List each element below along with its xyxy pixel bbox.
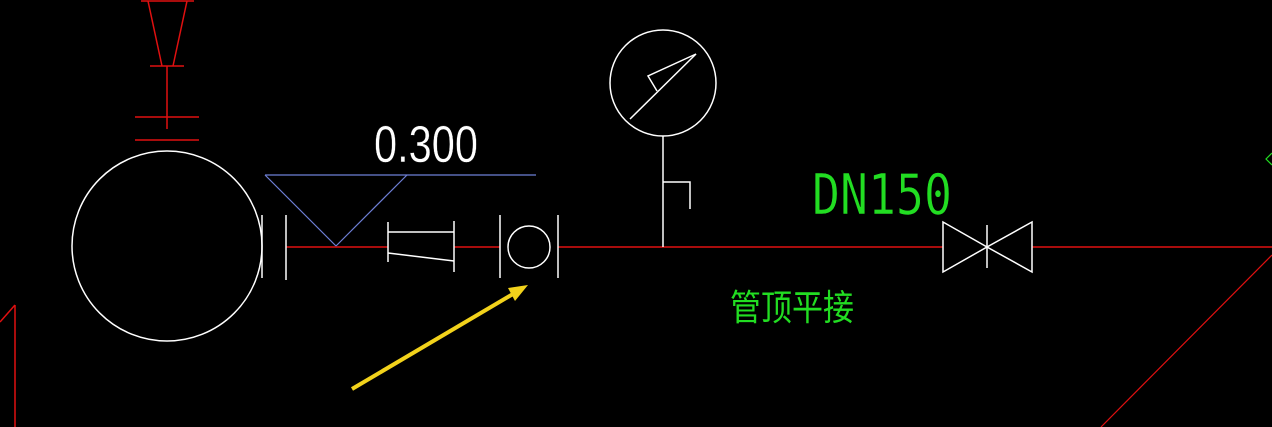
gate-valve-icon bbox=[942, 220, 1033, 274]
connection-note-label: 管顶平接 bbox=[730, 288, 854, 329]
inlet-funnel-icon bbox=[135, 0, 199, 141]
flexible-joint-icon bbox=[499, 215, 559, 278]
eccentric-reducer-icon bbox=[387, 221, 455, 272]
pressure-gauge-icon bbox=[609, 29, 717, 247]
elevation-label: 0.300 bbox=[374, 116, 478, 174]
chevron-left-icon bbox=[1265, 152, 1272, 166]
left-pipe-fragment bbox=[0, 304, 16, 427]
branch-pipe-diagonal bbox=[1100, 254, 1272, 427]
flange-pair-icon bbox=[261, 215, 287, 280]
highlight-arrow-icon bbox=[350, 285, 528, 391]
elevation-marker-icon bbox=[264, 174, 536, 247]
pipe-size-label: DN150 bbox=[812, 163, 952, 228]
